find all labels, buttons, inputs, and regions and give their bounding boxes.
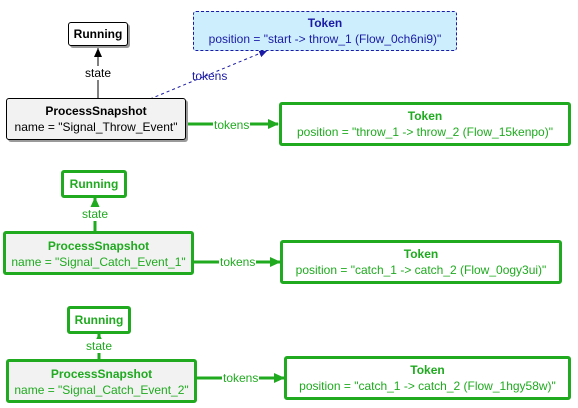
state-title: Running xyxy=(73,27,123,41)
token-node-1a: Token position = "start -> throw_1 (Flow… xyxy=(193,11,457,51)
token-node-1b: Token position = "throw_1 -> throw_2 (Fl… xyxy=(279,102,571,146)
state-node-running-1: Running xyxy=(68,22,128,46)
process-snapshot-name: name = "Signal_Throw_Event" xyxy=(14,120,178,134)
process-snapshot-name: name = "Signal_Catch_Event_2" xyxy=(14,383,189,397)
token-position: position = "catch_1 -> catch_2 (Flow_0og… xyxy=(295,263,547,277)
process-snapshot-node-2: ProcessSnapshot name = "Signal_Catch_Eve… xyxy=(3,231,194,275)
token-position: position = "start -> throw_1 (Flow_0ch6n… xyxy=(208,32,442,46)
state-edge-label-1: state xyxy=(84,66,113,80)
token-title: Token xyxy=(407,109,443,123)
token-title: Token xyxy=(307,16,343,30)
state-title: Running xyxy=(74,313,124,327)
tokens-edge-label-3: tokens xyxy=(222,371,260,385)
token-title: Token xyxy=(403,247,439,261)
state-edge-label-2: state xyxy=(81,207,110,221)
tokens-edge-label-1b: tokens xyxy=(213,118,251,132)
process-snapshot-name: name = "Signal_Catch_Event_1" xyxy=(11,255,186,269)
process-snapshot-title: ProcessSnapshot xyxy=(50,367,153,381)
state-node-running-2: Running xyxy=(61,170,127,198)
process-snapshot-node-1: ProcessSnapshot name = "Signal_Throw_Eve… xyxy=(6,98,186,140)
token-title: Token xyxy=(410,363,445,377)
token-position: position = "catch_1 -> catch_2 (Flow_1hg… xyxy=(299,379,556,393)
token-position: position = "throw_1 -> throw_2 (Flow_15k… xyxy=(297,125,553,139)
process-snapshot-node-3: ProcessSnapshot name = "Signal_Catch_Eve… xyxy=(6,359,197,403)
state-edge-label-3: state xyxy=(85,339,114,353)
state-node-running-3: Running xyxy=(67,306,131,334)
process-snapshot-title: ProcessSnapshot xyxy=(45,104,147,118)
token-node-2: Token position = "catch_1 -> catch_2 (Fl… xyxy=(280,240,562,284)
tokens-edge-label-2: tokens xyxy=(219,255,257,269)
state-title: Running xyxy=(69,177,119,191)
tokens-edge-label-1a: tokens xyxy=(192,69,228,83)
token-node-3: Token position = "catch_1 -> catch_2 (Fl… xyxy=(284,356,571,400)
process-snapshot-title: ProcessSnapshot xyxy=(47,239,150,253)
